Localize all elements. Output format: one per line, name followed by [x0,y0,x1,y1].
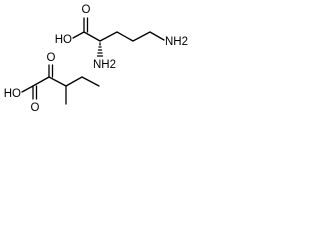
ornithine-molecule: HO O NH2 NH2 [55,4,188,71]
bond-ca-oh [21,85,34,93]
bond-c1-oh [72,31,85,39]
keto-oxygen-label: O [47,52,56,64]
carboxylic-oh-label: HO [55,34,72,46]
keto-acid-oh-label: HO [4,88,21,100]
bond-cc-cd [81,76,100,87]
hashed-wedge-bond [96,42,104,57]
chemical-structure-diagram: HO O NH2 NH2 HO O O [4,4,188,114]
alpha-amine-label: NH2 [93,59,116,71]
bond-c1-c2 [83,31,101,42]
bond-c3-c4 [116,31,134,42]
bond-ck-cb [48,76,67,87]
bond-c4-c5 [132,31,151,42]
bond-cb-cc [65,76,83,87]
bond-c2-c3 [99,31,118,42]
acid-carbonyl-oxygen-label: O [31,102,40,114]
terminal-amine-label: NH2 [165,36,188,48]
carbonyl-oxygen-label: O [82,4,91,16]
keto-acid-molecule: HO O O [4,52,100,114]
bond-ca-ck [32,76,50,87]
bond-c5-n [149,31,165,41]
